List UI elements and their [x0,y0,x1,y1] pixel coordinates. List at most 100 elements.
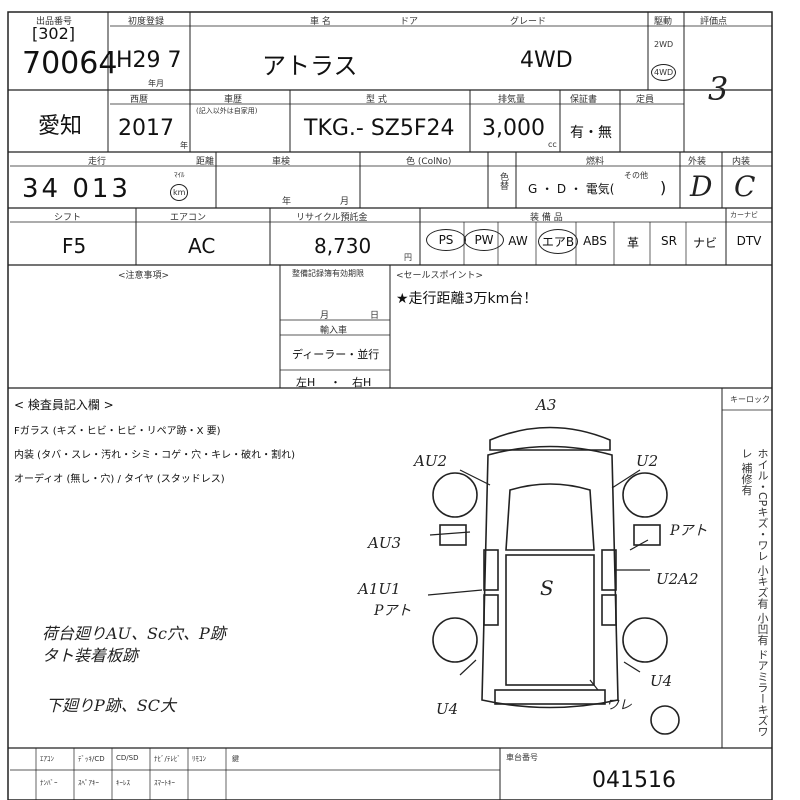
footer-cell-8: ｷｰﾚｽ [116,779,130,787]
label-model: 車 名 [310,17,331,27]
mark-p-ato-right: Pアト [670,523,708,539]
car-mirror-right [633,524,661,546]
mark-u4-left: U4 [436,700,459,718]
car-door-left-rear [483,594,499,626]
lot-prefix: [302] [32,24,76,43]
label-recycle: リサイクル預託金 [296,213,368,223]
car-front-bumper [489,426,611,451]
year-unit: 年 [180,141,188,150]
footer-cell-1: ﾃﾞｯｷ/CD [78,755,105,763]
displacement-value: 3,000 [482,116,545,141]
model-name: アトラス [262,52,358,80]
first-reg-value: H29 7 [116,48,182,73]
label-grade: グレード [510,17,547,27]
equip-pw: PW [464,229,504,251]
car-door-right-rear [601,594,617,626]
footer-cell-2: CD/SD [116,754,139,762]
lot-number: 70064 [22,46,118,81]
footer-cell-9: ｽﾏｰﾄｷｰ [154,779,175,787]
displacement-unit: cc [548,140,557,149]
label-color: 色 (ColNo) [406,157,452,167]
inspection-line-interior: 内装 (タバ・スレ・汚れ・シミ・コゲ・穴・キレ・破れ・割れ) [14,450,295,461]
fuel-other: その他 [624,171,648,180]
footer-cell-0: ｴｱｺﾝ [40,755,54,763]
label-keylock: キーロック [730,395,770,404]
fuel-value: G ・ D ・ 電気( [528,182,615,196]
color-change-label: 色替 [498,172,508,190]
label-mileage: 走行 [88,157,107,167]
label-shaken: 車検 [272,157,291,167]
label-inspection: 車歴 [224,95,243,105]
car-mirror-left [439,524,467,546]
shaken-month-unit: 月 [340,197,350,207]
handle-sep: ・ [330,376,341,389]
label-ac: エアコン [170,213,207,223]
car-windshield [505,483,595,551]
mileage-unit-top: ﾏｲﾙ [174,171,185,179]
footer-cell-4: ﾘﾓｺﾝ [192,755,206,763]
region-value: 愛知 [38,114,83,139]
footer-cell-7: ｽﾍﾟｱｷｰ [78,779,99,787]
interior-grade: C [734,170,756,203]
car-wheel-rear-left [432,617,478,663]
equip-leather: 革 [626,236,639,250]
car-wheel-front-right [622,472,668,518]
warranty-value: 有・無 [570,125,612,141]
label-warranty: 保証書 [570,95,598,105]
mark-s-center: S [540,576,554,600]
mileage-unit-circled: km [170,184,189,201]
label-fuel: 燃料 [586,157,605,167]
mark-u4-right: U4 [650,672,673,690]
first-reg-unit: 年月 [148,79,164,88]
label-import: 輸入車 [320,326,348,336]
record-day: 日 [370,311,380,321]
equip-sr: SR [661,234,677,248]
car-cargo-bed [505,554,595,686]
recycle-value: 8,730 [314,234,372,258]
equip-navi: ナビ [692,236,717,250]
mark-wa-re: ワレ [606,698,633,713]
chassis-number: 041516 [592,768,676,793]
car-rear-bumper [494,689,606,705]
equip-ps: PS [426,229,466,251]
mark-au2: AU2 [414,452,448,470]
shift-value: F5 [62,234,87,258]
label-shift: シフト [54,213,82,223]
mark-a1u1: A1U1 [358,580,401,598]
label-exterior: 外装 [688,157,707,167]
side-note-wheels: ホイル・CPキズ・ワレ 小キズ有 小凹有 ドアミラーキズワレ 補修有 [740,448,769,737]
equip-dtv: DTV [736,234,762,248]
footer-cell-5: 鍵 [232,755,239,763]
mark-a3: A3 [536,396,557,414]
label-drive: 駆動 [654,17,673,27]
mark-au3: AU3 [368,534,402,552]
mark-p-ato-left: Pアト [374,603,412,619]
car-door-left-front [483,549,499,591]
ac-value: AC [188,234,216,258]
label-chassis: 車台番号 [506,753,538,762]
label-sales-point: <セールスポイント> [396,271,484,281]
car-spare-wheel [650,705,680,735]
record-month: 月 [320,311,330,321]
mileage-value: 34 013 [22,174,131,204]
car-diagram [427,426,680,735]
handwritten-note-1: 荷台廻りAU、Sc穴、P跡 [42,624,226,643]
label-navi: カーナビ [730,211,758,219]
label-notes: <注意事項> [118,271,170,281]
car-body-outline [481,445,619,709]
mark-u2-top: U2 [636,452,659,470]
label-mileage-note: 距離 [196,157,215,167]
mark-u2a2: U2A2 [656,570,699,588]
handle-right: 右H [352,376,372,389]
label-equipment: 装 備 品 [530,213,563,223]
footer-cell-6: ﾅﾝﾊﾞｰ [40,779,58,787]
label-inspection-note: (記入以外は自家用) [196,107,258,115]
car-wheel-front-left [432,472,478,518]
handle-left: 左H [296,376,316,389]
label-exhibit-no: 出品番号 [36,17,73,27]
handwritten-note-3: 下廻りP跡、SC大 [46,696,176,715]
recycle-unit: 円 [404,253,412,262]
fuel-close: ) [660,178,667,197]
inspection-line-audio: オーディオ (無し・穴) / タイヤ (スタッドレス) [14,474,225,485]
